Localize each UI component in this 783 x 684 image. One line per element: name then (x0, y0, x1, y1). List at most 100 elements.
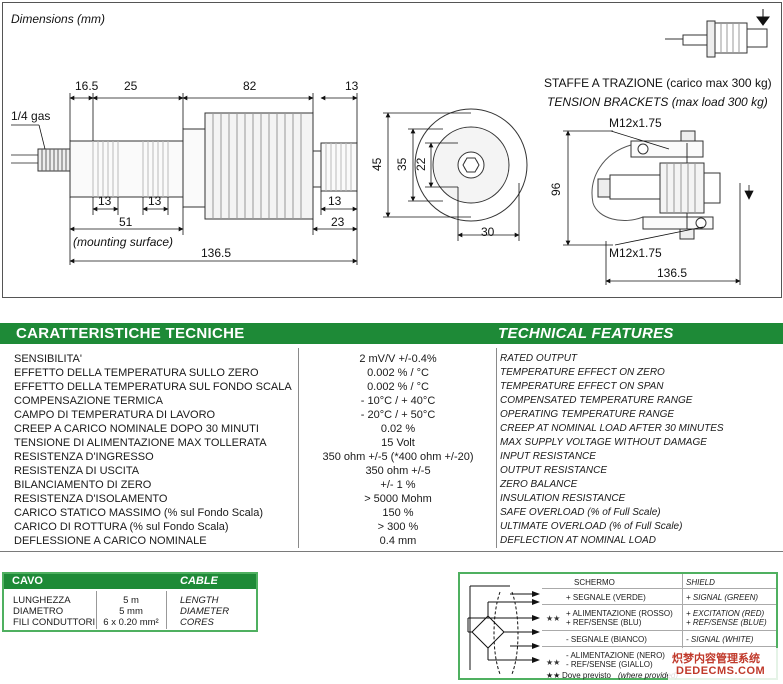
dimensions-drawing-panel: Dimensions (mm) (2, 2, 782, 298)
top-dimension-lines (11, 93, 358, 150)
schermo-label: SCHERMO (574, 578, 615, 587)
watermark-line1: 炽梦内容管理系统 (672, 653, 760, 665)
row-label-en: TEMPERATURE EFFECT ON ZERO (500, 367, 665, 378)
load-cell-end-view (414, 108, 528, 222)
m12-bottom-label: M12x1.75 (609, 246, 662, 260)
table-row: SENSIBILITA' 2 mV/V +/-0.4% RATED OUTPUT (0, 352, 783, 366)
divider (542, 646, 776, 647)
dim-30-label: 30 (481, 225, 495, 239)
column-divider (298, 348, 299, 548)
footnote-it: Dove previsto (562, 671, 611, 680)
row-label-it: BILANCIAMENTO DI ZERO (14, 479, 152, 491)
row-value: 350 ohm +/-5 (*400 ohm +/-20) (322, 451, 474, 463)
row-label-it: TENSIONE DI ALIMENTAZIONE MAX TOLLERATA (14, 437, 267, 449)
row-label-it: FILI CONDUTTORI (13, 617, 96, 628)
row-label-it: COMPENSAZIONE TERMICA (14, 395, 163, 407)
row-value: 5 mm (119, 606, 143, 617)
watermark-line2: DEDECMS.COM (676, 665, 766, 677)
row-value: 6 x 0.20 mm² (103, 617, 159, 628)
dim-13-top-label: 13 (345, 79, 359, 93)
table-row: LUNGHEZZA 5 m LENGTH (4, 595, 256, 606)
signal-pos-it: + SEGNALE (VERDE) (566, 593, 646, 602)
table-row: BILANCIAMENTO DI ZERO +/- 1 % ZERO BALAN… (0, 478, 783, 492)
table-row: CARICO STATICO MASSIMO (% sul Fondo Scal… (0, 506, 783, 520)
divider (682, 574, 683, 670)
bridge-schematic (467, 585, 540, 675)
tech-title-en: TECHNICAL FEATURES (498, 325, 674, 342)
row-value: - 20°C / + 50°C (360, 409, 436, 421)
table-row: RESISTENZA DI USCITA 350 ohm +/-5 OUTPUT… (0, 464, 783, 478)
row-label-it: CAMPO DI TEMPERATURA DI LAVORO (14, 409, 216, 421)
table-row: EFFETTO DELLA TEMPERATURA SUL FONDO SCAL… (0, 380, 783, 394)
dim-136-5-b-label: 136.5 (657, 266, 687, 280)
wiring-diagram-box: SCHERMO SHIELD + SEGNALE (VERDE) + SIGNA… (458, 572, 778, 680)
row-value: 5 m (123, 595, 139, 606)
end-view-dimension-lines (383, 112, 520, 241)
row-label-en: LENGTH (180, 595, 219, 606)
row-label-en: COMPENSATED TEMPERATURE RANGE (500, 395, 693, 406)
row-value: 0.02 % (380, 423, 416, 435)
dim-13-a-label: 13 (98, 194, 112, 208)
divider (542, 604, 776, 605)
row-label-it: DEFLESSIONE A CARICO NOMINALE (14, 535, 207, 547)
tech-features-table: SENSIBILITA' 2 mV/V +/-0.4% RATED OUTPUT… (0, 344, 783, 552)
dim-25-label: 25 (124, 79, 138, 93)
footnote-en: (where provided) (618, 671, 679, 680)
column-divider (496, 348, 497, 548)
column-divider (96, 591, 97, 629)
row-label-en: DEFLECTION AT NOMINAL LOAD (500, 535, 656, 546)
excitation-neg-it-2: - REF/SENSE (GIALLO) (566, 660, 653, 669)
row-label-en: RATED OUTPUT (500, 353, 578, 364)
signal-neg-en: - SIGNAL (WHITE) (686, 635, 754, 644)
table-row: FILI CONDUTTORI 6 x 0.20 mm² CORES (4, 617, 256, 628)
watermark: 炽梦内容管理系统 DEDECMS.COM (668, 648, 782, 682)
double-star-icon: ★★ (546, 658, 561, 667)
table-row: TENSIONE DI ALIMENTAZIONE MAX TOLLERATA … (0, 436, 783, 450)
row-label-it: CARICO DI ROTTURA (% sul Fondo Scala) (14, 521, 229, 533)
tension-brackets-view (591, 130, 721, 240)
cable-header: CAVO CABLE (4, 574, 256, 589)
excitation-pos-en-1: + EXCITATION (RED) (686, 609, 765, 618)
row-value: 150 % (382, 507, 414, 519)
row-label-it: RESISTENZA D'ISOLAMENTO (14, 493, 168, 505)
mounting-surface-label: (mounting surface) (73, 235, 173, 249)
row-value: 15 Volt (381, 437, 415, 449)
row-label-en: ULTIMATE OVERLOAD (% of Full Scale) (500, 521, 683, 532)
dim-35-label: 35 (395, 157, 409, 171)
dim-45-label: 45 (370, 157, 384, 171)
row-label-it: SENSIBILITA' (14, 353, 82, 365)
dim-13-c-label: 13 (328, 194, 342, 208)
brackets-dimension-lines (563, 130, 754, 285)
table-row: DIAMETRO 5 mm DIAMETER (4, 606, 256, 617)
row-label-it: EFFETTO DELLA TEMPERATURA SUL FONDO SCAL… (14, 381, 292, 393)
row-label-it: CARICO STATICO MASSIMO (% sul Fondo Scal… (14, 507, 263, 519)
row-value: 0.002 % / °C (367, 381, 429, 393)
divider (542, 588, 776, 589)
dimensions-drawing: Dimensions (mm) (11, 9, 772, 285)
dim-22-label: 22 (414, 157, 428, 171)
row-value: 2 mV/V +/-0.4% (359, 353, 437, 365)
row-label-it: LUNGHEZZA (13, 595, 71, 606)
row-value: > 5000 Mohm (364, 493, 432, 505)
row-label-en: OUTPUT RESISTANCE (500, 465, 608, 476)
gas-fitting-label: 1/4 gas (11, 109, 50, 123)
row-label-en: INPUT RESISTANCE (500, 451, 596, 462)
dim-23-label: 23 (331, 215, 345, 229)
dim-136-5-label: 136.5 (201, 246, 231, 260)
row-value: > 300 % (377, 521, 419, 533)
excitation-pos-en-2: + REF/SENSE (BLUE) (686, 618, 767, 627)
row-label-en: DIAMETER (180, 606, 230, 617)
double-star-icon: ★★ (546, 614, 561, 623)
table-row: CREEP A CARICO NOMINALE DOPO 30 MINUTI 0… (0, 422, 783, 436)
excitation-neg-it-1: - ALIMENTAZIONE (NERO) (566, 651, 665, 660)
dim-51-label: 51 (119, 215, 133, 229)
excitation-pos-it-1: + ALIMENTAZIONE (ROSSO) (566, 609, 673, 618)
signal-pos-en: + SIGNAL (GREEN) (686, 593, 759, 602)
load-cell-side-view (11, 112, 358, 220)
load-direction-arrow-icon (756, 9, 770, 26)
table-row: RESISTENZA D'ISOLAMENTO > 5000 Mohm INSU… (0, 492, 783, 506)
row-label-it: RESISTENZA DI USCITA (14, 465, 140, 477)
table-row: EFFETTO DELLA TEMPERATURA SULLO ZERO 0.0… (0, 366, 783, 380)
tech-title-it: CARATTERISTICHE TECNICHE (16, 325, 245, 342)
table-row: COMPENSAZIONE TERMICA - 10°C / + 40°C CO… (0, 394, 783, 408)
